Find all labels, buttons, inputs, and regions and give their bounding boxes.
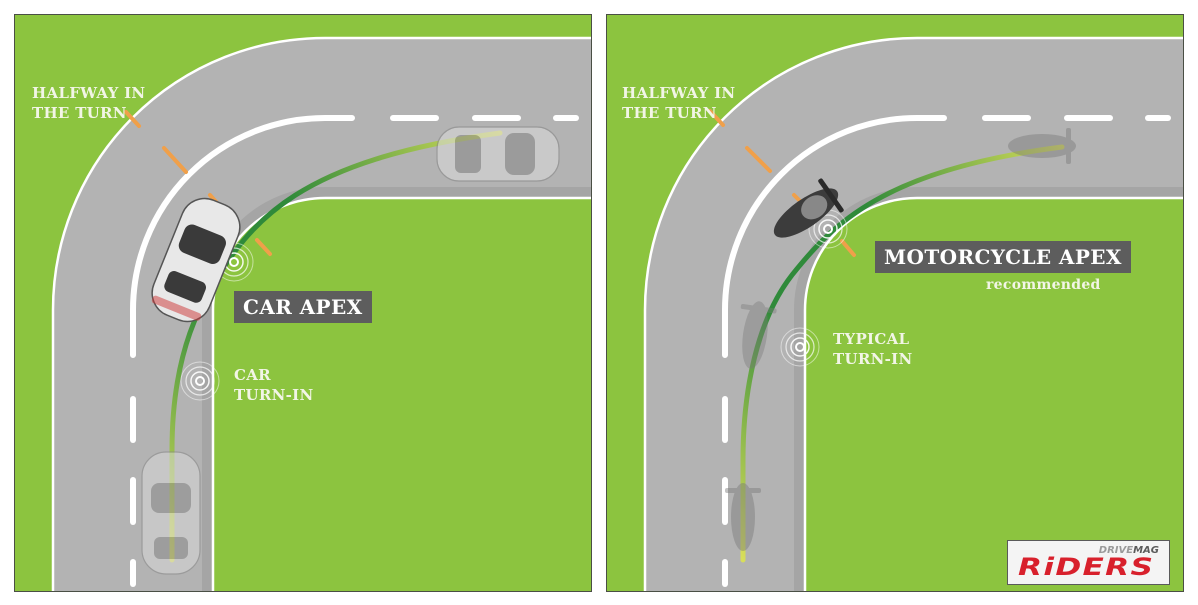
halfway-label: HALFWAY IN THE TURN [32, 84, 146, 122]
car-apex-panel: HALFWAY IN THE TURN CAR APEX CAR TURN-IN [14, 14, 592, 592]
car-turnin-target-icon [180, 361, 219, 400]
logo-mag-text: MAG [1133, 545, 1159, 556]
motorcycle-apex-target-icon [808, 209, 847, 248]
motorcycle-ghost-exit-icon [1007, 127, 1076, 164]
center-line [129, 114, 355, 358]
halfway-markers [123, 109, 272, 256]
inner-edge-line [803, 196, 1183, 591]
recommended-label: recommended [986, 277, 1101, 293]
drivemag-riders-logo: DRIVEMAG RiDERS [1007, 540, 1170, 585]
motorcycle-ghost-start-icon [724, 482, 761, 551]
motorcycle-ghost-turnin-icon [740, 300, 777, 369]
motorcycle-road-diagram [607, 15, 1183, 591]
center-line [721, 114, 947, 358]
typical-turnin-target-icon [780, 327, 819, 366]
motorcycle-apex-label: MOTORCYCLE APEX [875, 241, 1131, 273]
motorcycle-apex-panel: HALFWAY IN THE TURN MOTORCYCLE APEX reco… [606, 14, 1184, 592]
car-road-diagram [15, 15, 591, 591]
car-ghost-exit-icon [435, 125, 560, 182]
typical-turnin-label: TYPICAL TURN-IN [833, 330, 913, 368]
car-turnin-label: CAR TURN-IN [234, 366, 314, 404]
motorcycle-at-apex-icon [773, 177, 844, 238]
car-at-apex-icon [150, 197, 241, 322]
outer-edge-line [643, 36, 1183, 591]
logo-riders-text: RiDERS [1018, 553, 1155, 581]
car-apex-label: CAR APEX [234, 291, 372, 323]
car-ghost-start-icon [140, 450, 201, 575]
motorcycle-racing-line [740, 144, 1064, 562]
halfway-label: HALFWAY IN THE TURN [622, 84, 736, 122]
logo-drive-text: DRIVE [1098, 545, 1134, 556]
